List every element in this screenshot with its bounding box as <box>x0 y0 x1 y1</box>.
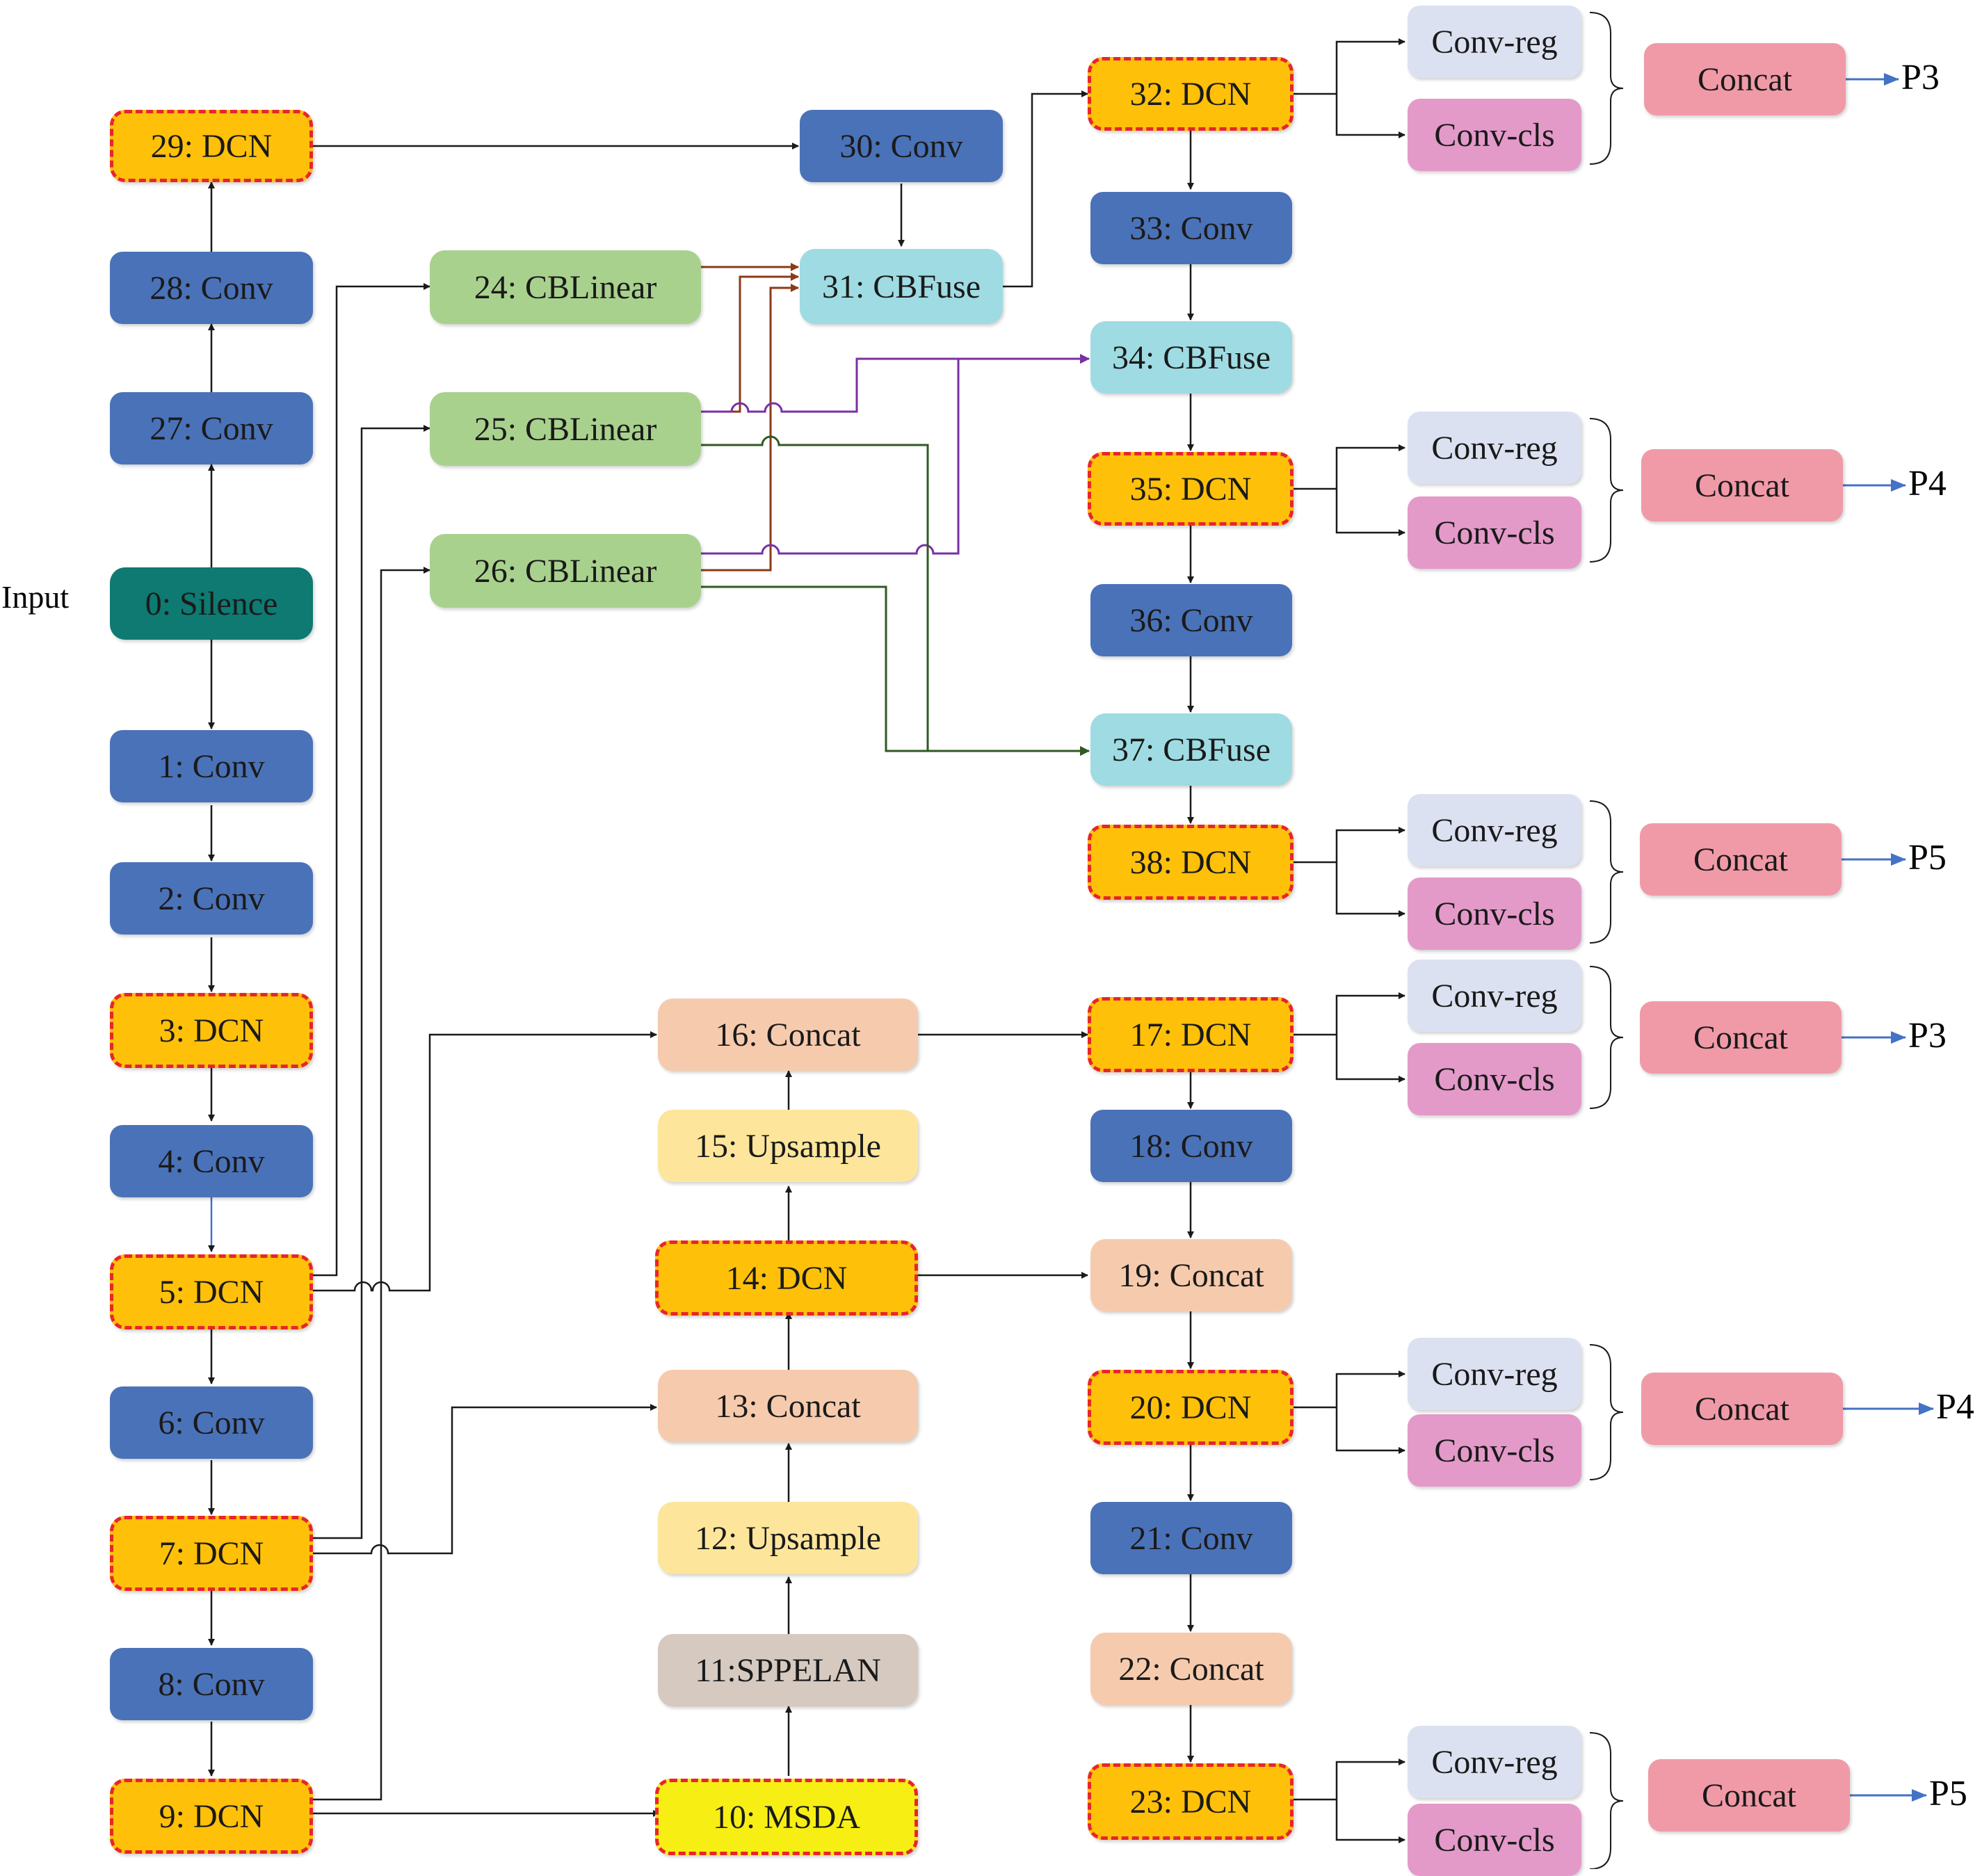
head-concat-box: Concat <box>1640 1001 1842 1074</box>
node-34-cbfuse: 34: CBFuse <box>1090 321 1292 394</box>
node-6-conv: 6: Conv <box>110 1386 313 1459</box>
node-33-conv: 33: Conv <box>1090 192 1292 264</box>
node-38-dcn: 38: DCN <box>1088 825 1294 900</box>
conv-reg-box: Conv-reg <box>1408 1338 1581 1410</box>
node-3-dcn: 3: DCN <box>110 993 313 1068</box>
conv-cls-box: Conv-cls <box>1408 496 1581 569</box>
node-12-upsample: 12: Upsample <box>658 1502 918 1574</box>
node-11-sppelan: 11:SPPELAN <box>658 1634 918 1706</box>
node-14-dcn: 14: DCN <box>655 1240 918 1316</box>
output-label: P5 <box>1929 1774 1967 1813</box>
node-1-conv: 1: Conv <box>110 730 313 802</box>
node-21-conv: 21: Conv <box>1090 1502 1292 1574</box>
node-36-conv: 36: Conv <box>1090 584 1292 656</box>
head-concat-box: Concat <box>1644 43 1846 115</box>
node-8-conv: 8: Conv <box>110 1648 313 1720</box>
node-26-cblinear: 26: CBLinear <box>430 534 701 608</box>
node-0-silence: 0: Silence <box>110 567 313 640</box>
node-9-dcn: 9: DCN <box>110 1779 313 1854</box>
output-label: P3 <box>1901 58 1940 97</box>
node-37-cbfuse: 37: CBFuse <box>1090 713 1292 786</box>
node-29-dcn: 29: DCN <box>110 110 313 182</box>
node-30-conv: 30: Conv <box>800 110 1003 182</box>
node-25-cblinear: 25: CBLinear <box>430 392 701 466</box>
node-2-conv: 2: Conv <box>110 862 313 935</box>
output-label: P4 <box>1908 464 1947 503</box>
node-31-cbfuse: 31: CBFuse <box>800 249 1003 324</box>
brace <box>1589 1732 1624 1869</box>
head-concat-box: Concat <box>1641 1373 1843 1445</box>
node-17-dcn: 17: DCN <box>1088 997 1294 1072</box>
node-19-concat: 19: Concat <box>1090 1239 1292 1311</box>
head-concat-box: Concat <box>1641 449 1843 521</box>
node-22-concat: 22: Concat <box>1090 1633 1292 1705</box>
conv-cls-box: Conv-cls <box>1408 878 1581 950</box>
brace <box>1589 1344 1624 1480</box>
brace <box>1589 966 1624 1109</box>
node-15-upsample: 15: Upsample <box>658 1110 918 1182</box>
node-27-conv: 27: Conv <box>110 392 313 464</box>
node-20-dcn: 20: DCN <box>1088 1370 1294 1445</box>
node-35-dcn: 35: DCN <box>1088 452 1294 526</box>
conv-cls-box: Conv-cls <box>1408 1414 1581 1487</box>
conv-reg-box: Conv-reg <box>1408 6 1581 78</box>
brace <box>1589 418 1624 563</box>
node-32-dcn: 32: DCN <box>1088 57 1294 131</box>
node-28-conv: 28: Conv <box>110 252 313 324</box>
node-5-dcn: 5: DCN <box>110 1254 313 1329</box>
conv-cls-box: Conv-cls <box>1408 1804 1581 1876</box>
conv-reg-box: Conv-reg <box>1408 412 1581 484</box>
head-concat-box: Concat <box>1640 823 1842 896</box>
node-4-conv: 4: Conv <box>110 1125 313 1197</box>
head-concat-box: Concat <box>1648 1759 1850 1831</box>
node-23-dcn: 23: DCN <box>1088 1763 1294 1840</box>
conv-cls-box: Conv-cls <box>1408 1043 1581 1115</box>
node-18-conv: 18: Conv <box>1090 1110 1292 1182</box>
conv-reg-box: Conv-reg <box>1408 960 1581 1032</box>
node-10-msda: 10: MSDA <box>655 1779 918 1855</box>
node-16-concat: 16: Concat <box>658 998 918 1071</box>
node-13-concat: 13: Concat <box>658 1370 918 1442</box>
output-label: P3 <box>1908 1016 1947 1056</box>
brace <box>1589 800 1624 944</box>
node-7-dcn: 7: DCN <box>110 1516 313 1591</box>
conv-cls-box: Conv-cls <box>1408 99 1581 171</box>
conv-reg-box: Conv-reg <box>1408 1726 1581 1798</box>
brace <box>1589 12 1624 165</box>
input-label: Input <box>1 579 70 615</box>
conv-reg-box: Conv-reg <box>1408 794 1581 866</box>
output-label: P5 <box>1908 838 1947 878</box>
output-label: P4 <box>1936 1387 1974 1427</box>
node-24-cblinear: 24: CBLinear <box>430 250 701 324</box>
